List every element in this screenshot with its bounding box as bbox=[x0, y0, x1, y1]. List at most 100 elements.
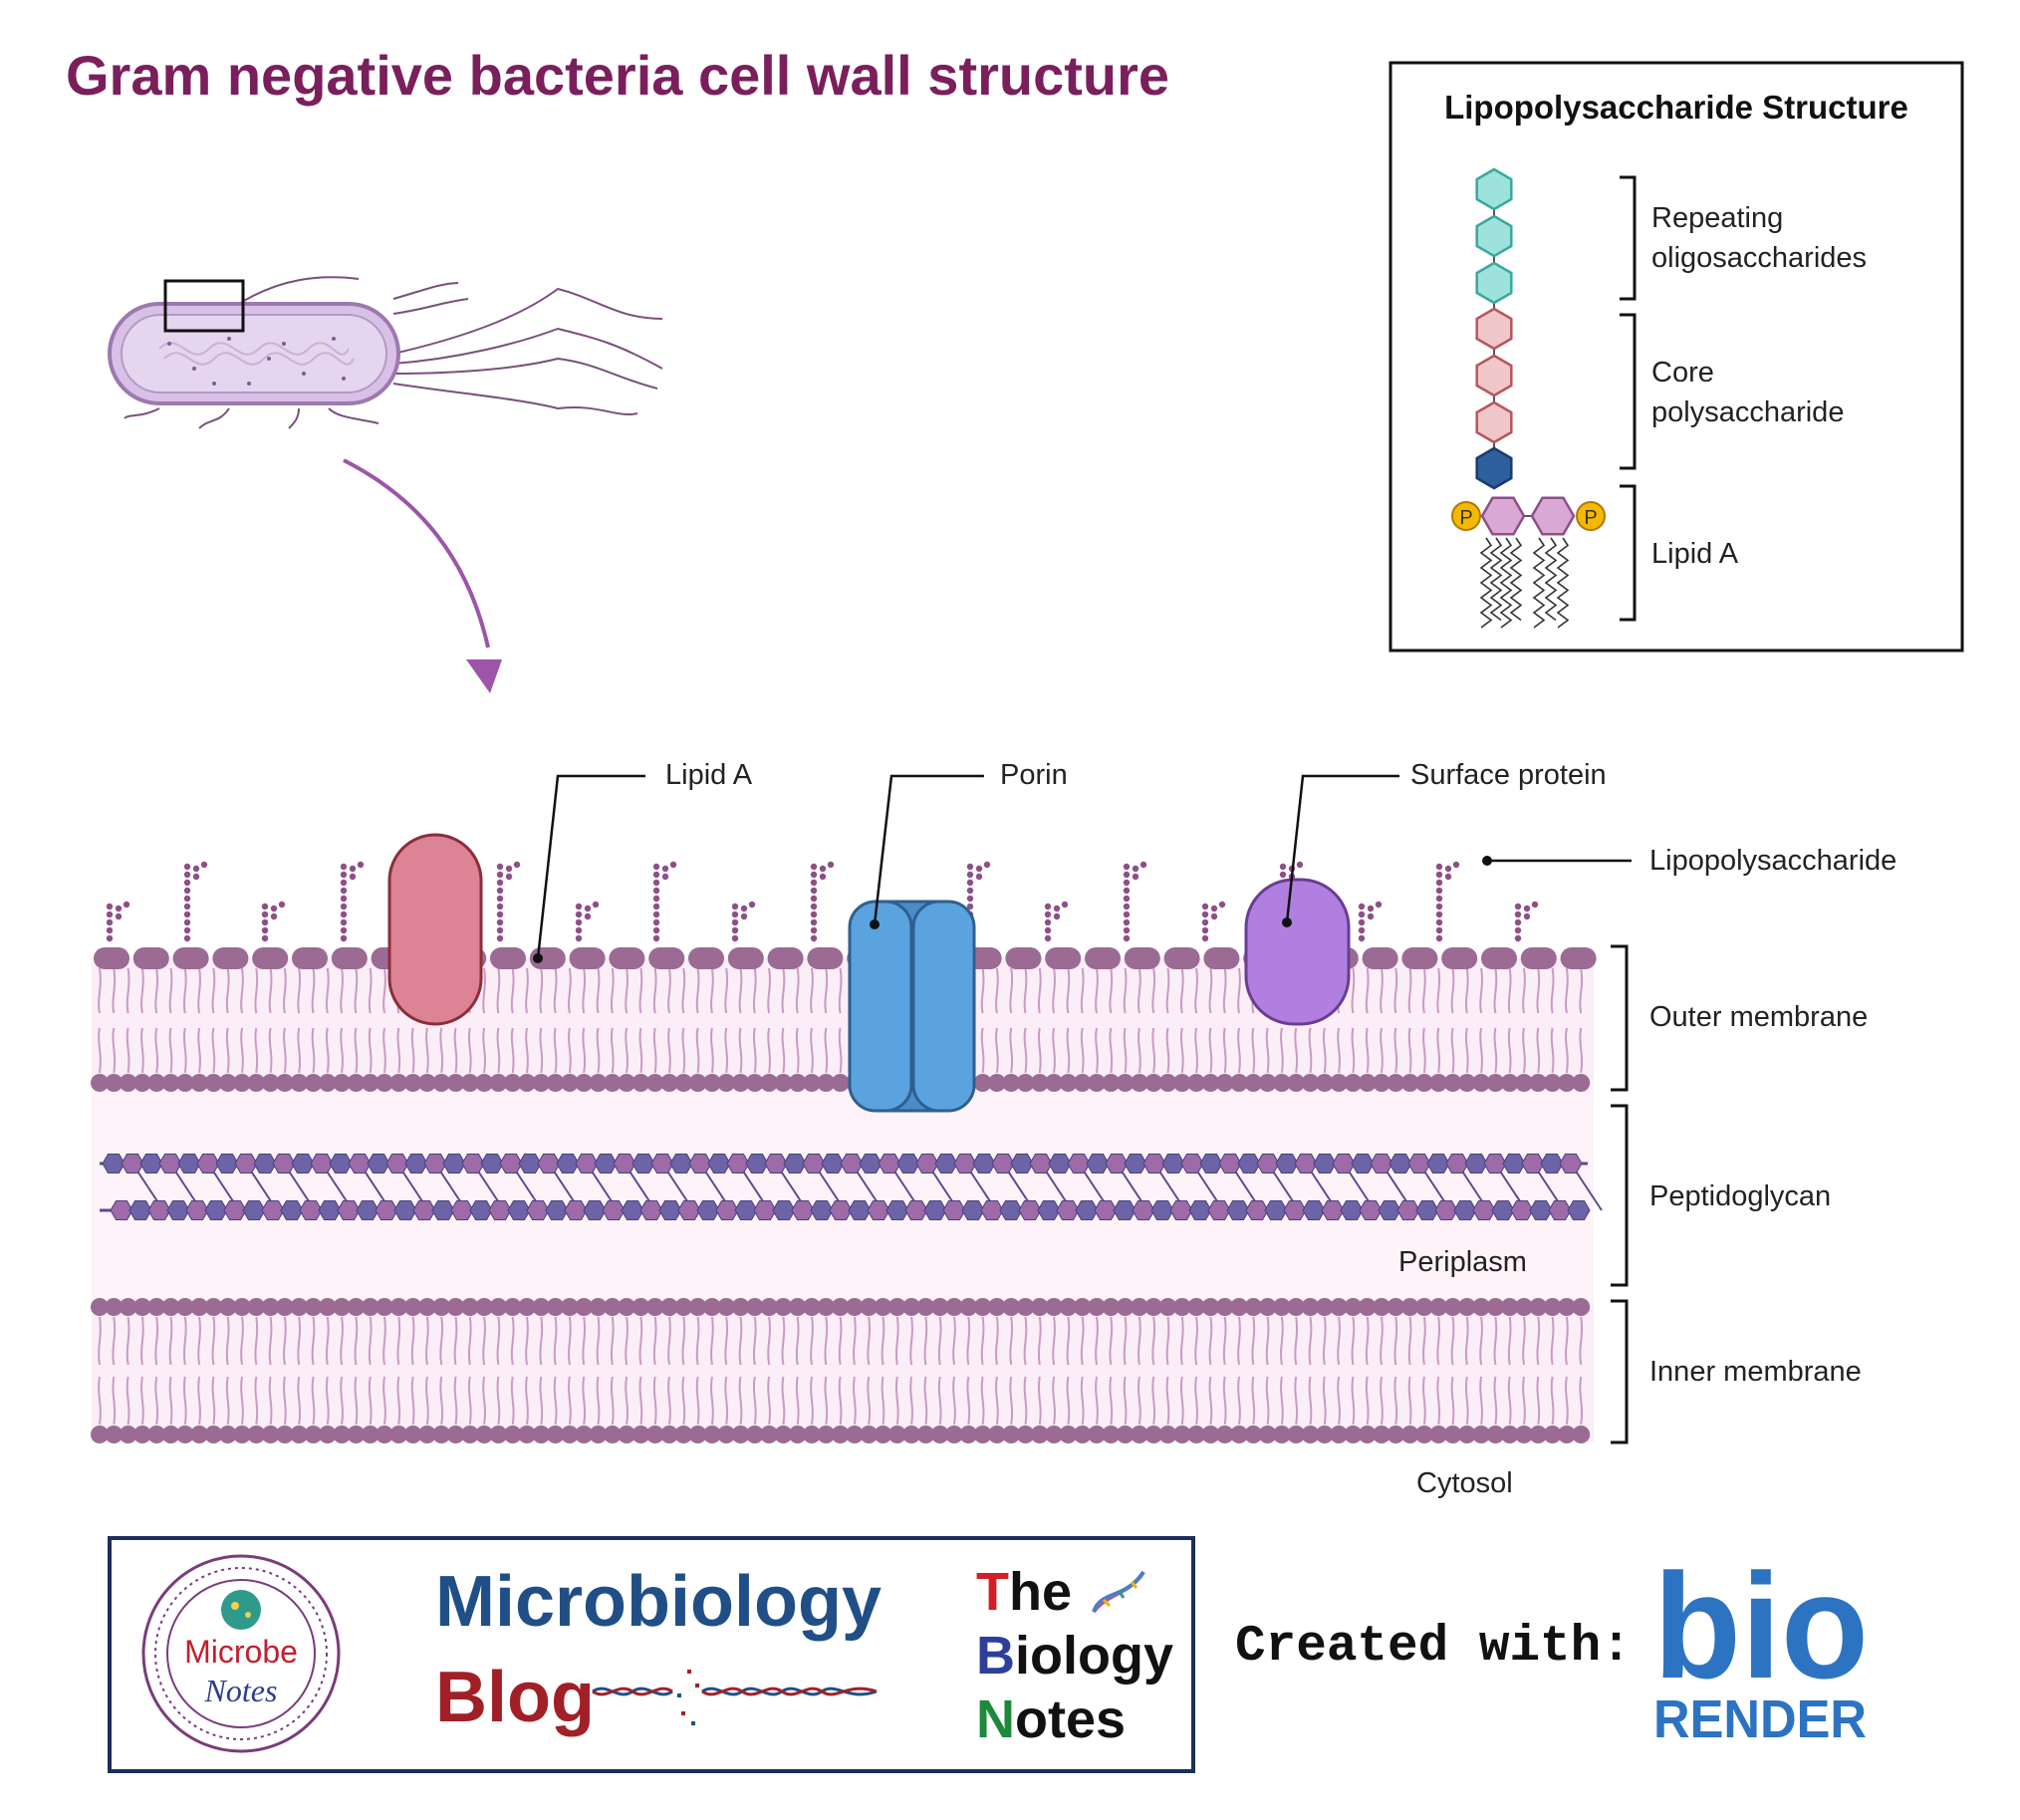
lipid-tail bbox=[710, 967, 714, 1014]
lipid-tail bbox=[1493, 1316, 1498, 1366]
glycan-sugar bbox=[1453, 1200, 1477, 1220]
lipid-tail bbox=[1550, 967, 1555, 1014]
lipid-tail bbox=[240, 967, 244, 1014]
glycan-sugar bbox=[1332, 1154, 1356, 1173]
lps-sugar-dot bbox=[810, 887, 818, 895]
lps-sugar-dot bbox=[652, 871, 660, 879]
phospholipid-head bbox=[1130, 1074, 1148, 1092]
lps-sugar-dot bbox=[1444, 865, 1452, 873]
phospholipid-head bbox=[1572, 1298, 1591, 1316]
lipid-tail bbox=[211, 1376, 216, 1426]
lps-sugar-dot bbox=[1132, 865, 1139, 873]
phospholipid-head bbox=[887, 1426, 906, 1443]
sugar-hexagon bbox=[1475, 400, 1513, 444]
glycan-sugar bbox=[299, 1200, 323, 1220]
phospholipid-head bbox=[1315, 1426, 1334, 1443]
lipid-tail bbox=[1422, 1316, 1426, 1366]
phospholipid-head bbox=[1344, 1426, 1363, 1443]
lps-sugar-dot bbox=[183, 879, 191, 887]
phospholipid-head bbox=[660, 1298, 678, 1316]
glycan-sugar bbox=[583, 1200, 607, 1220]
glycan-sugar bbox=[121, 1154, 144, 1173]
phospholipid-head bbox=[175, 1298, 194, 1316]
phospholipid-head bbox=[204, 1298, 223, 1316]
lps-sugar-dot bbox=[1053, 905, 1061, 912]
lipid-tail bbox=[1351, 1376, 1356, 1426]
lps-sugar-dot bbox=[1139, 861, 1147, 869]
lipid-tail bbox=[681, 967, 686, 1014]
phospholipid-head bbox=[660, 1074, 678, 1092]
glycan-sugar bbox=[310, 1154, 334, 1173]
lipid-tail bbox=[311, 1376, 316, 1426]
glycan-sugar bbox=[829, 1200, 853, 1220]
lipid-tail bbox=[881, 1376, 885, 1426]
phospholipid-head bbox=[631, 1298, 650, 1316]
lipid-tail bbox=[1450, 1316, 1455, 1366]
lipid-a-head bbox=[569, 947, 606, 969]
lipid-tail bbox=[795, 1316, 800, 1366]
lipid-a-head bbox=[1481, 947, 1517, 969]
lps-sugar-dot bbox=[731, 910, 739, 918]
phospholipid-head bbox=[1414, 1074, 1433, 1092]
lipid-tail bbox=[937, 1376, 942, 1426]
glycan-sugar bbox=[1226, 1200, 1250, 1220]
glycan-sugar bbox=[488, 1200, 512, 1220]
phospholipid-head bbox=[1486, 1426, 1505, 1443]
lipid-tail bbox=[695, 1027, 700, 1074]
phospholipid-head bbox=[731, 1426, 750, 1443]
lps-sugar-dot bbox=[496, 926, 504, 934]
lipid-tail bbox=[610, 1376, 615, 1426]
lipid-tail bbox=[539, 1027, 544, 1074]
phospholipid-head bbox=[1158, 1298, 1177, 1316]
phospholipid-head bbox=[261, 1426, 280, 1443]
sugar-hexagon bbox=[1475, 446, 1513, 490]
glycan-sugar bbox=[658, 1200, 682, 1220]
lps-sugar-dot bbox=[496, 887, 504, 895]
glycan-sugar bbox=[867, 1200, 890, 1220]
lipid-tail bbox=[354, 1316, 359, 1366]
lipid-tail bbox=[1450, 967, 1455, 1014]
membrane-diagram: Lipid A Porin Surface protein Lipopolysa… bbox=[91, 759, 1896, 1499]
lipid-tail bbox=[168, 1376, 173, 1426]
phospholipid-head bbox=[1373, 1426, 1390, 1443]
lipid-tail bbox=[225, 1376, 230, 1426]
lipid-a-head bbox=[1005, 947, 1042, 969]
lipid-tail bbox=[1365, 1376, 1370, 1426]
lipid-tail bbox=[510, 1027, 515, 1074]
glycan-sugar bbox=[356, 1200, 379, 1220]
glycan-sugar bbox=[1018, 1200, 1042, 1220]
lipid-tail bbox=[1294, 1376, 1299, 1426]
lipid-tail bbox=[853, 1316, 857, 1366]
glycan-sugar bbox=[1094, 1200, 1118, 1220]
lipid-tail bbox=[738, 1027, 743, 1074]
lps-sugar-dot bbox=[115, 905, 123, 912]
lipid-tail bbox=[667, 1376, 671, 1426]
lipid-tail bbox=[1023, 967, 1028, 1014]
lipid-tail bbox=[625, 1027, 629, 1074]
glycan-sugar bbox=[1142, 1154, 1166, 1173]
lipid-tail bbox=[568, 1376, 572, 1426]
label-inner-membrane: Inner membrane bbox=[1649, 1356, 1862, 1388]
phospholipid-head bbox=[1244, 1426, 1263, 1443]
glycan-sugar bbox=[745, 1154, 769, 1173]
glycan-sugar bbox=[128, 1200, 152, 1220]
lipid-tail bbox=[1436, 967, 1441, 1014]
lipid-tail bbox=[923, 1376, 928, 1426]
lipid-tail bbox=[1351, 1027, 1356, 1074]
lipid-tail bbox=[724, 1027, 729, 1074]
glycan-sugar bbox=[242, 1200, 266, 1220]
phospholipid-head bbox=[532, 1298, 551, 1316]
lipid-tail bbox=[311, 967, 316, 1014]
lipid-tail bbox=[767, 1027, 771, 1074]
phospholipid-head bbox=[503, 1298, 522, 1316]
lipid-tail bbox=[681, 1316, 686, 1366]
glycan-sugar bbox=[650, 1154, 674, 1173]
lps-sugar-dot bbox=[810, 903, 818, 910]
lipid-tail bbox=[1407, 1316, 1412, 1366]
leader-dots bbox=[533, 856, 1492, 963]
phospholipid-head bbox=[1472, 1298, 1491, 1316]
lps-sugar-dot bbox=[192, 865, 200, 873]
lps-sugar-dot bbox=[261, 926, 269, 934]
glycan-sugar bbox=[442, 1154, 466, 1173]
glycan-sugar bbox=[1283, 1200, 1307, 1220]
